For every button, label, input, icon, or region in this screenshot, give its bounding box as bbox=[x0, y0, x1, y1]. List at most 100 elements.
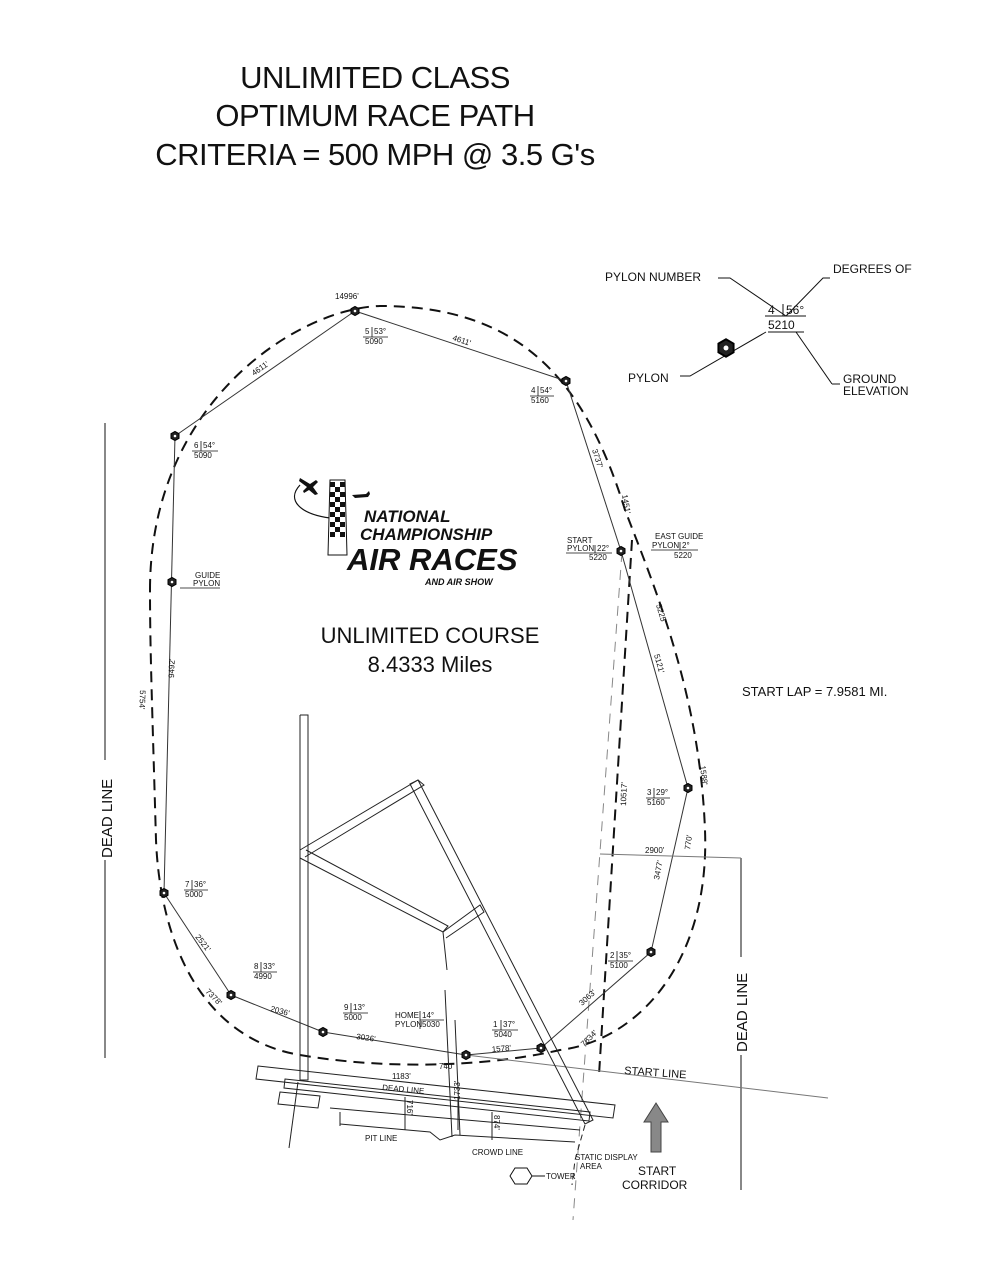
logo-line-4: AND AIR SHOW bbox=[424, 577, 494, 587]
pylon-lines bbox=[163, 310, 829, 1099]
start-lap-distance: START LAP = 7.9581 MI. bbox=[742, 684, 887, 699]
course-name: UNLIMITED COURSE bbox=[321, 623, 540, 648]
title-line-2: OPTIMUM RACE PATH bbox=[215, 98, 535, 133]
pylon-5-degrees: 53° bbox=[374, 327, 386, 336]
east-guide-label-2: PYLON bbox=[652, 541, 679, 550]
start-label: START bbox=[638, 1164, 677, 1178]
airplane-icon bbox=[299, 478, 370, 498]
home-pylon-label: HOME bbox=[395, 1011, 419, 1020]
start-corridor-line bbox=[598, 539, 633, 1076]
legend-sample-degrees: 56° bbox=[786, 303, 804, 317]
dead-line-small-label: DEAD LINE bbox=[382, 1083, 425, 1096]
pylon-6-number: 6 bbox=[194, 441, 199, 450]
dist-2900: 2900' bbox=[645, 846, 665, 855]
legend-pylon-number: PYLON NUMBER bbox=[605, 270, 701, 284]
tower-icon bbox=[509, 1167, 533, 1185]
pylon-1-degrees: 37° bbox=[503, 1020, 515, 1029]
pylon-6-degrees: 54° bbox=[203, 441, 215, 450]
static-display-label: STATIC DISPLAY bbox=[575, 1153, 638, 1162]
pylon-8-icon bbox=[226, 989, 236, 1001]
pylon-5-number: 5 bbox=[365, 327, 370, 336]
dead-line-right-label: DEAD LINE bbox=[734, 973, 751, 1052]
start-corridor-arrow-icon bbox=[643, 1102, 669, 1153]
dist-874: 874' bbox=[492, 1115, 501, 1130]
pylon-9-number: 9 bbox=[344, 1003, 349, 1012]
start-pylon-label: START bbox=[567, 536, 593, 545]
logo-line-1: NATIONAL bbox=[364, 507, 451, 526]
home-pylon-label-2: PYLON bbox=[395, 1020, 422, 1029]
start-corridor-guide bbox=[572, 551, 623, 1221]
pylon-4-elevation: 5160 bbox=[531, 396, 549, 405]
dist-4611-b: 4611' bbox=[451, 333, 472, 347]
race-path bbox=[148, 304, 707, 1066]
pylon-2-degrees: 35° bbox=[619, 951, 631, 960]
pylon-7-degrees: 36° bbox=[194, 880, 206, 889]
dist-3063: 3063' bbox=[577, 988, 598, 1008]
legend-ground: GROUND bbox=[843, 372, 897, 386]
pylon-6-elevation: 5090 bbox=[194, 451, 212, 460]
pylon-4-degrees: 54° bbox=[540, 386, 552, 395]
pylon-8-degrees: 33° bbox=[263, 962, 275, 971]
start-pylon-degrees: 22° bbox=[597, 544, 609, 553]
pylon-2-number: 2 bbox=[610, 951, 615, 960]
dist-5754: 5754' bbox=[137, 690, 147, 710]
legend-degrees-of: DEGREES OF bbox=[833, 262, 912, 276]
legend-pylon-icon bbox=[717, 338, 735, 358]
checkered-pylon-icon bbox=[327, 479, 348, 556]
pylon-2-elevation: 5100 bbox=[610, 961, 628, 970]
dist-9492: 9492' bbox=[167, 658, 177, 678]
east-guide-elevation: 5220 bbox=[674, 551, 692, 560]
legend-pylon: PYLON bbox=[628, 371, 669, 385]
pylon-9-icon bbox=[318, 1026, 328, 1038]
logo-line-3: AIR RACES bbox=[346, 542, 518, 577]
logo-line-2: CHAMPIONSHIP bbox=[360, 525, 493, 544]
legend-sample-elevation: 5210 bbox=[768, 318, 795, 332]
pylon-8-number: 8 bbox=[254, 962, 259, 971]
dist-10517: 10517' bbox=[619, 782, 629, 807]
corridor-label: CORRIDOR bbox=[622, 1178, 688, 1192]
airport-labels: START LINE DEAD LINE PIT LINE CROWD LINE… bbox=[365, 1065, 687, 1171]
start-pylon-elevation: 5220 bbox=[589, 553, 607, 562]
air-races-logo: NATIONAL CHAMPIONSHIP AIR RACES AND AIR … bbox=[294, 478, 518, 587]
dist-2036: 2036' bbox=[269, 1004, 290, 1018]
pit-line-label: PIT LINE bbox=[365, 1134, 397, 1143]
pylon-7-icon bbox=[159, 887, 169, 899]
dist-716: 716' bbox=[405, 1100, 414, 1115]
dist-3026: 3026' bbox=[356, 1032, 377, 1044]
pylon-4-number: 4 bbox=[531, 386, 536, 395]
crowd-line-label: CROWD LINE bbox=[472, 1148, 523, 1157]
pylon-9-elevation: 5000 bbox=[344, 1013, 362, 1022]
pylon-3-degrees: 29° bbox=[656, 788, 668, 797]
tower-label: TOWER bbox=[546, 1172, 576, 1181]
dist-5121: 5121' bbox=[652, 653, 666, 675]
pylon-9-degrees: 13° bbox=[353, 1003, 365, 1012]
pylon-3-icon bbox=[683, 782, 693, 794]
dist-7378: 7378' bbox=[204, 987, 224, 1007]
east-guide-degrees: 2° bbox=[682, 541, 690, 550]
logo-swoosh bbox=[294, 484, 331, 519]
guide-pylon-icon bbox=[167, 576, 177, 588]
dist-1733: 1733' bbox=[453, 1080, 462, 1100]
east-guide-label: EAST GUIDE bbox=[655, 532, 703, 541]
pylon-8-elevation: 4990 bbox=[254, 972, 272, 981]
dead-lines: DEAD LINE DEAD LINE bbox=[99, 423, 751, 1190]
start-pylon-icon bbox=[616, 545, 626, 557]
pylon-7-elevation: 5000 bbox=[185, 890, 203, 899]
dist-14996: 14996' bbox=[335, 292, 359, 301]
dist-7634: 7634' bbox=[579, 1028, 599, 1048]
pylon-1-elevation: 5040 bbox=[494, 1030, 512, 1039]
pylon-5-elevation: 5090 bbox=[365, 337, 383, 346]
legend: PYLON NUMBER DEGREES OF PYLON GROUND ELE… bbox=[605, 262, 912, 398]
course-length: 8.4333 Miles bbox=[368, 652, 493, 677]
dist-1451: 1451' bbox=[620, 494, 632, 515]
start-pylon-label-2: PYLON bbox=[567, 544, 594, 553]
pylon-3-number: 3 bbox=[647, 788, 652, 797]
dist-3477: 3477' bbox=[652, 859, 665, 880]
start-line-label: START LINE bbox=[624, 1065, 687, 1081]
pylon-labels: 1 37° 5040 2 35° 5100 3 29° 5160 4 54° 5… bbox=[180, 327, 703, 1039]
legend-sample-number: 4 bbox=[768, 303, 775, 317]
dist-5225: 5225' bbox=[654, 603, 668, 625]
pylon-1-number: 1 bbox=[493, 1020, 498, 1029]
